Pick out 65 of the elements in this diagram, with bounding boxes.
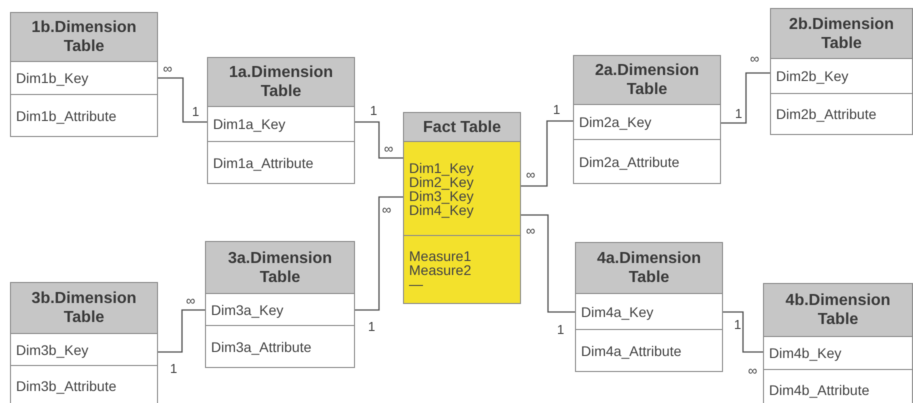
field-name: Dim4b_Key <box>769 345 842 361</box>
connector-line <box>721 72 770 124</box>
connector-line <box>355 121 403 159</box>
connector-line <box>355 196 403 311</box>
field-name: Dim3a_Key <box>211 302 284 318</box>
cardinality-label: ∞ <box>186 294 196 307</box>
table-box <box>207 57 355 184</box>
cardinality-label: ∞ <box>748 364 758 377</box>
cardinality-label: 1 <box>557 323 564 336</box>
cardinality-label: 1 <box>735 107 742 120</box>
field-name: Dim4a_Attribute <box>581 342 682 358</box>
table-box <box>770 8 913 135</box>
field-name: — <box>409 276 424 290</box>
table-box <box>575 242 723 372</box>
field-name: Dim3a_Attribute <box>211 338 312 354</box>
connector-line <box>723 311 763 353</box>
field-name: Measure1 <box>409 248 472 262</box>
field-name: Dim4b_Attribute <box>769 382 870 398</box>
field-name: Dim4_Key <box>409 202 475 216</box>
field-name: Dim2a_Attribute <box>579 154 680 170</box>
cardinality-label: ∞ <box>750 52 760 65</box>
field-name: Dim3_Key <box>409 188 475 202</box>
cardinality-label: 1 <box>170 362 178 375</box>
table-title: 4b.Dimension Table <box>764 284 912 336</box>
connector-line <box>521 120 573 187</box>
cardinality-label: 1 <box>734 318 742 331</box>
table-title: Fact Table <box>404 113 520 141</box>
table-title: 2b.Dimension Table <box>771 9 912 58</box>
field-name: Dim1b_Attribute <box>16 108 118 124</box>
field-name: Dim2b_Key <box>776 68 850 84</box>
cardinality-label: 1 <box>370 104 378 117</box>
table-box <box>573 55 721 184</box>
table-box <box>205 241 355 368</box>
field-name: Dim1b_Key <box>16 70 90 86</box>
cardinality-label: ∞ <box>163 62 172 75</box>
field-name: Dim3b_Key <box>16 342 90 358</box>
connector-line <box>158 77 207 123</box>
cardinality-label: 1 <box>368 320 376 333</box>
cardinality-label: ∞ <box>384 142 394 155</box>
table-title: 2a.Dimension Table <box>574 56 720 104</box>
field-name: Dim3b_Attribute <box>16 378 118 394</box>
table-box <box>10 12 158 137</box>
table-box <box>763 283 913 403</box>
cardinality-label: ∞ <box>526 168 536 181</box>
connector-line <box>521 214 575 313</box>
field-name: Measure2 <box>409 262 472 276</box>
field-name: Dim4a_Key <box>581 304 654 320</box>
connector-line <box>158 309 205 353</box>
field-name: Dim2_Key <box>409 174 475 188</box>
cardinality-label: 1 <box>553 103 560 116</box>
table-title: 3b.Dimension Table <box>11 283 157 333</box>
field-name: Dim2a_Key <box>579 114 652 130</box>
field-name: Dim1_Key <box>409 160 475 174</box>
cardinality-label: ∞ <box>526 224 536 237</box>
table-box <box>403 112 521 304</box>
cardinality-label: ∞ <box>382 203 392 216</box>
table-title: 1b.Dimension Table <box>11 13 157 61</box>
table-title: 3a.Dimension Table <box>206 242 354 293</box>
table-title: 4a.Dimension Table <box>576 243 722 293</box>
table-box <box>10 282 158 403</box>
field-name: Dim2b_Attribute <box>776 106 878 122</box>
field-name: Dim1a_Key <box>213 116 286 132</box>
table-title: 1a.Dimension Table <box>208 58 354 106</box>
cardinality-label: 1 <box>192 105 200 118</box>
field-name: Dim1a_Attribute <box>213 154 314 170</box>
